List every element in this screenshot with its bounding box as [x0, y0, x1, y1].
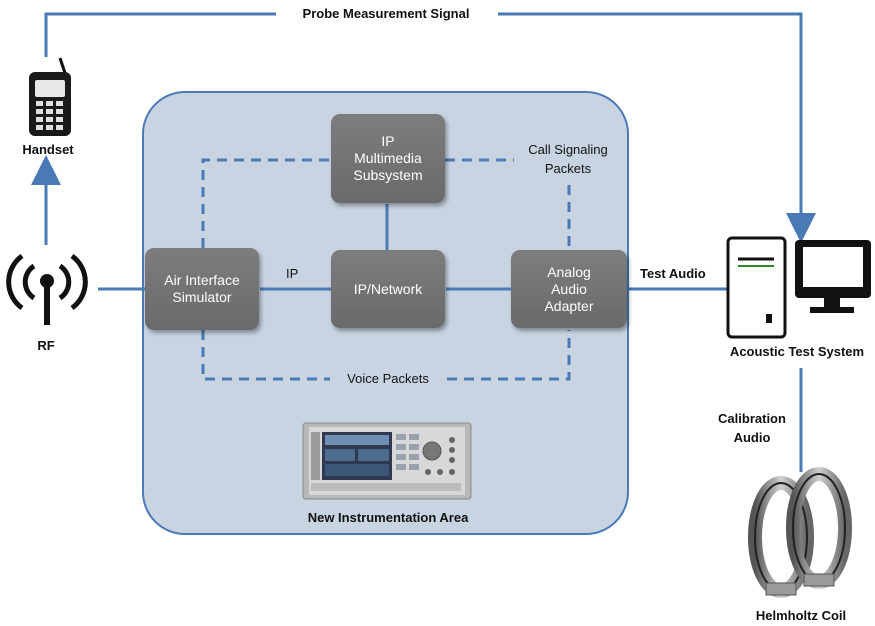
ims-box: IP Multimedia Subsystem [331, 114, 445, 203]
probe-signal-line-right [498, 12, 816, 243]
air-interface-box: Air Interface Simulator [145, 248, 259, 330]
instrument-icon [302, 422, 472, 500]
helmholtz-coil-label: Helmholtz Coil [755, 608, 847, 623]
probe-signal-label: Probe Measurement Signal [302, 6, 470, 21]
computer-icon [726, 236, 871, 339]
call-signaling-label: Call Signaling Packets [526, 140, 610, 178]
handset-label: Handset [22, 142, 74, 157]
calibration-audio-label: Calibration Audio [718, 411, 786, 445]
test-audio-label: Test Audio [640, 266, 706, 281]
voice-packets-dashed-line-right [447, 330, 571, 381]
probe-signal-line-left [44, 12, 276, 57]
rf-label: RF [37, 338, 55, 353]
acoustic-test-system-label: Acoustic Test System [729, 344, 865, 359]
call-signaling-dashed-left [201, 158, 330, 248]
helmholtz-coil-icon [748, 467, 852, 598]
antenna-icon [6, 253, 88, 325]
audio-adapter-box: Analog Audio Adapter [511, 250, 627, 328]
ip-label: IP [286, 266, 299, 281]
voice-packets-label: Voice Packets [343, 371, 433, 386]
handset-icon [29, 57, 71, 136]
ip-network-box: IP/Network [331, 250, 445, 328]
new-instrumentation-label: New Instrumentation Area [307, 510, 469, 525]
